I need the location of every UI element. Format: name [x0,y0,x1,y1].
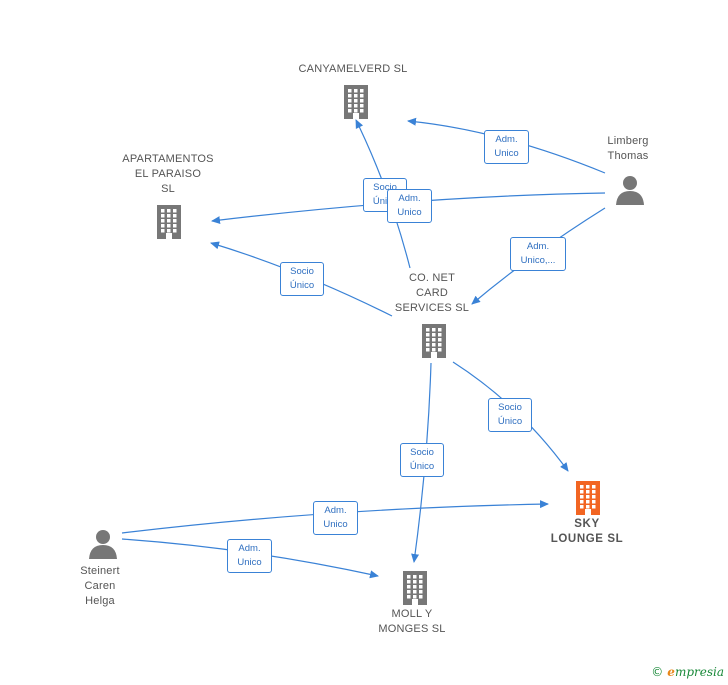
edge-label-conet-moll[interactable]: Socio Único [400,443,444,477]
edge-label-steinert-moll[interactable]: Adm. Unico [227,539,272,573]
edge-label-limberg-conet[interactable]: Adm. Unico,... [510,237,566,271]
building-icon[interactable] [418,323,450,364]
edge-label-steinert-skylounge[interactable]: Adm. Unico [313,501,358,535]
edge-label-limberg-apartamentos[interactable]: Adm. Unico [387,189,432,223]
person-icon[interactable] [615,175,645,210]
node-label-apartamentos[interactable]: APARTAMENTOS EL PARAISO SL [122,153,214,195]
building-icon[interactable] [572,480,604,521]
node-label-skylounge[interactable]: SKY LOUNGE SL [550,518,624,545]
node-label-canyamelverd[interactable]: CANYAMELVERD SL [298,63,408,75]
empresia-credit[interactable]: ©empresia [651,665,724,679]
building-icon[interactable] [399,570,431,611]
person-icon[interactable] [88,529,118,564]
edge-label-conet-skylounge[interactable]: Socio Único [488,398,532,432]
edge-label-limberg-canyamelverd[interactable]: Adm. Unico [484,130,529,164]
node-label-conet[interactable]: CO. NET CARD SERVICES SL [394,272,470,314]
copyright-icon: © [651,665,664,679]
node-label-limberg[interactable]: Limberg Thomas [607,135,649,162]
building-icon[interactable] [153,204,185,245]
edge-label-conet-apartamentos[interactable]: Socio Único [280,262,324,296]
empresia-logo-initial: e [667,665,675,679]
empresia-logo-text: mpresia [674,665,724,679]
node-label-steinert[interactable]: Steinert Caren Helga [80,565,120,607]
building-icon[interactable] [340,84,372,125]
node-label-moll[interactable]: MOLL Y MONGES SL [378,608,446,635]
